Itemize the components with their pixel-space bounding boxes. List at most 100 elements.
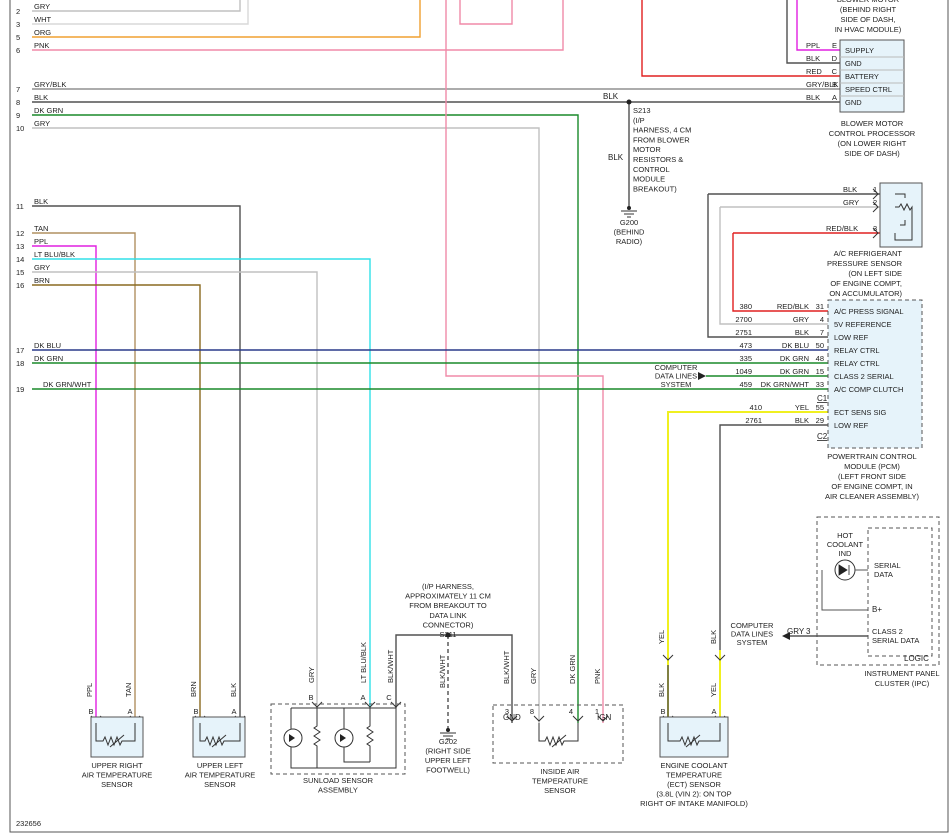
wire-ppl-supply xyxy=(796,0,840,51)
pcm-wire-label: DK BLU xyxy=(782,341,809,350)
s211-label-line: FROM BREAKOUT TO xyxy=(409,601,487,610)
wire-pin13-ppl xyxy=(32,245,97,723)
pcm-pin-function: RELAY CTRL xyxy=(834,359,880,368)
ipc-wire: GRY xyxy=(787,627,805,636)
ipc-bplus: B+ xyxy=(872,605,882,614)
wire-color-label: BRN xyxy=(189,681,198,697)
s211-label-line: APPROXIMATELY 11 CM xyxy=(405,592,491,601)
wire-pin12-tan xyxy=(32,232,136,723)
ipc-class2-line: CLASS 2 xyxy=(872,627,903,636)
caption-line: UPPER LEFT xyxy=(197,761,244,770)
pcm-wire-label: DK GRN/WHT xyxy=(761,380,810,389)
connector-pin: 8 xyxy=(530,707,534,716)
blower-caption-line: BLOWER MOTOR xyxy=(837,0,900,4)
pcm-circuit-number: 473 xyxy=(739,341,752,350)
pcm-wire-label: BLK xyxy=(795,328,809,337)
pin-number: 6 xyxy=(16,46,20,55)
pcm-pin-number: 48 xyxy=(816,354,824,363)
caption-line: (3.8L (VIN 2): ON TOP xyxy=(656,790,731,799)
g202-label-line: G202 xyxy=(439,737,457,746)
s213-label-line: BREAKOUT) xyxy=(633,184,677,193)
wire-ac-redblk xyxy=(732,232,880,312)
wire-blk-gnd-d xyxy=(786,0,840,64)
pcm-caption-line: MODULE (PCM) xyxy=(844,462,900,471)
bmcp-caption-line: BLOWER MOTOR xyxy=(841,119,904,128)
blower-caption-line: IN HVAC MODULE) xyxy=(835,25,902,34)
caption-line: SENSOR xyxy=(544,786,576,795)
ipc-comp-line: SYSTEM xyxy=(737,638,768,647)
pcm-circuit-number: 335 xyxy=(739,354,752,363)
wire-color-label: LT BLU/BLK xyxy=(359,642,368,683)
pcm-circuit-number: 459 xyxy=(739,380,752,389)
ipc-hot-line: IND xyxy=(839,549,853,558)
wire-s211-top xyxy=(395,634,513,723)
s213-label-line: (I/P xyxy=(633,116,645,125)
blower-caption-line: SIDE OF DASH, xyxy=(840,15,895,24)
s213-label-line: MODULE xyxy=(633,175,665,184)
pcm-wire-label: DK GRN xyxy=(780,354,809,363)
s211-wire-down: BLK/WHT xyxy=(438,654,447,688)
connector-pin: C xyxy=(386,693,392,702)
connector-pin: 1 xyxy=(595,707,599,716)
wire-color-label: PPL xyxy=(85,683,94,697)
pcm-pin-number: 7 xyxy=(820,328,824,337)
pin-number: 3 xyxy=(16,20,20,29)
pin-number: 11 xyxy=(16,202,24,211)
wire-pin16-brn xyxy=(32,284,201,723)
wire-color-label: BLK xyxy=(34,197,48,206)
pin-number: 7 xyxy=(16,85,20,94)
wire-color-label: BRN xyxy=(34,276,50,285)
bmcp-pin-letter: D xyxy=(832,54,838,63)
ipc-comp-line: COMPUTER xyxy=(731,621,775,630)
ipc-class2-line: SERIAL DATA xyxy=(872,636,919,645)
bmcp-caption-line: SIDE OF DASH) xyxy=(844,149,900,158)
wire-pin11-blk xyxy=(32,205,241,723)
connector-pin: 4 xyxy=(569,707,573,716)
caption-line: INSIDE AIR xyxy=(540,767,580,776)
s211-label-line: (I/P HARNESS, xyxy=(422,582,474,591)
wire-ect-blk xyxy=(719,424,828,650)
g200-label-line: G200 xyxy=(620,218,638,227)
wire-color-label: PNK xyxy=(34,41,49,50)
pcm-pin-function: 5V REFERENCE xyxy=(834,320,892,329)
pin-number: 12 xyxy=(16,229,24,238)
pcm-caption-line: OF ENGINE COMPT, IN xyxy=(831,482,912,491)
pcm-pin-function: A/C PRESS SIGNAL xyxy=(834,307,904,316)
ipc-caption-line: CLUSTER (IPC) xyxy=(875,679,930,688)
pcm-pin-function: RELAY CTRL xyxy=(834,346,880,355)
wire-pin9-dkgrn xyxy=(32,114,579,723)
wire-color-label: GRY xyxy=(34,2,50,11)
caption-line: RIGHT OF INTAKE MANIFOLD) xyxy=(640,799,748,808)
thermistor-icon xyxy=(95,723,136,748)
caption-line: SENSOR xyxy=(204,780,236,789)
ipc-serial-line: SERIAL xyxy=(874,561,901,570)
caption-line: TEMPERATURE xyxy=(532,777,588,786)
ac-sensor-resistor-icon xyxy=(895,193,913,226)
bmcp-wire-label: PPL xyxy=(806,41,820,50)
caption-line: SENSOR xyxy=(101,780,133,789)
pcm-circuit-number: 410 xyxy=(749,403,762,412)
s211-label-line: CONNECTOR) xyxy=(423,620,474,629)
ac-caption-line: A/C REFRIGERANT xyxy=(834,249,903,258)
wire-ac-blk xyxy=(707,193,880,338)
pcm-circuit-number: 2700 xyxy=(735,315,752,324)
